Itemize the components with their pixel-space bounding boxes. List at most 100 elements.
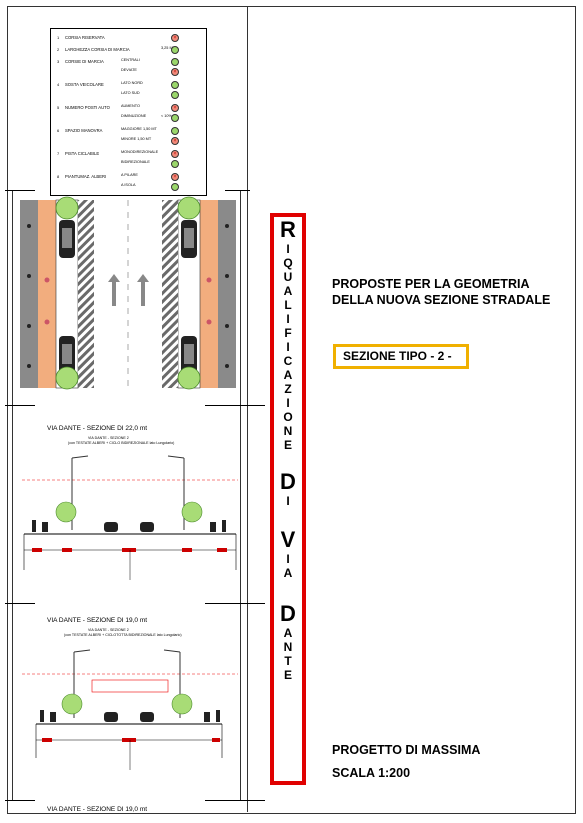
legend-option: MONODIREZIONALE <box>121 150 159 154</box>
legend-option: A ISOLA <box>121 183 136 187</box>
title-letter: Z <box>284 382 292 396</box>
drawing-border-right <box>240 190 241 800</box>
title-letter: E <box>283 668 292 682</box>
sheet-frame <box>7 6 576 814</box>
legend-option: MAGGIORE 1,50 MT <box>121 127 157 131</box>
car-right-top <box>181 220 197 258</box>
cross-section-1 <box>22 455 238 580</box>
legend-label: CORSIE DI MARCIA <box>65 59 104 64</box>
legend-option: CENTRALI <box>121 58 140 62</box>
cut-line-2r <box>205 603 265 604</box>
heading-line-1: PROPOSTE PER LA GEOMETRIA <box>332 277 530 291</box>
legend-number: 2 <box>57 47 60 52</box>
car-left-top <box>59 220 75 258</box>
title-letter: A <box>283 368 293 382</box>
title-letter: I <box>286 242 290 256</box>
title-letter: N <box>283 640 293 654</box>
cut-line-3r <box>205 800 265 801</box>
legend-label: PIANTUMAZ. ALBERI <box>65 174 107 179</box>
legend-row: 4 SOSTA VEICOLARE LATO NORD LATO SUD <box>53 80 203 102</box>
check-mark-icon <box>171 81 179 89</box>
legend-label: NUMERO POSTI AUTO <box>65 105 110 110</box>
legend-value: < 10% <box>161 114 172 118</box>
legend-label: SOSTA VEICOLARE <box>65 82 104 87</box>
cut-line-1r <box>205 405 265 406</box>
right-outer-strip <box>218 200 236 388</box>
car-left-bottom <box>59 336 75 374</box>
legend-option: LATO NORD <box>121 81 143 85</box>
scale-label: SCALA 1:200 <box>332 766 411 780</box>
title-letter: E <box>283 438 292 452</box>
check-mark-icon <box>171 160 179 168</box>
legend-label: LARGHEZZA CORSIA DI MARCIA <box>65 47 130 52</box>
title-letter: I <box>286 312 290 326</box>
tree-right-top <box>177 196 201 220</box>
legend-number: 4 <box>57 82 60 87</box>
tree-right-bottom <box>177 366 201 390</box>
legend-row: 6 SPAZIO MANOVRA MAGGIORE 1,50 MT MINORE 1,… <box>53 126 203 148</box>
cut-line-top-r <box>225 190 250 191</box>
tree-left-bottom <box>55 366 79 390</box>
title-letter: C <box>283 354 293 368</box>
section-type-box: SEZIONE TIPO - 2 - <box>333 344 469 369</box>
legend-option: AUMENTO <box>121 104 140 108</box>
legend-number: 3 <box>57 59 60 64</box>
check-mark-icon <box>171 114 179 122</box>
legend-number: 6 <box>57 128 60 133</box>
lane-arrow-left <box>108 274 120 306</box>
section-1-caption: VIA DANTE - SEZIONE DI 22,0 mt <box>47 425 148 432</box>
cut-line-2 <box>5 603 35 604</box>
cross-mark-icon: × <box>171 173 179 181</box>
legend-option: MINORE 1,50 MT <box>121 137 152 141</box>
cut-line-1 <box>5 405 35 406</box>
legend-label: SPAZIO MANOVRA <box>65 128 103 133</box>
sheet-divider <box>247 6 248 812</box>
legend-option: BIDIREZIONALE <box>121 160 150 164</box>
project-label: PROGETTO DI MASSIMA <box>332 743 481 757</box>
right-hatch <box>162 200 178 388</box>
legend-row: 2 LARGHEZZA CORSIA DI MARCIA 3,25 MT <box>53 45 203 56</box>
section-2-subtitle-2: (con TESTATE ALBERI + CICLOTOTTA BIDIREZ… <box>64 633 182 637</box>
title-letter: I <box>286 552 290 566</box>
check-mark-icon <box>171 58 179 66</box>
cross-mark-icon: × <box>171 104 179 112</box>
cross-mark-icon: × <box>171 34 179 42</box>
title-letter: I <box>286 494 290 508</box>
left-outer-strip <box>20 200 38 388</box>
title-letter: L <box>284 298 292 312</box>
title-letter: D <box>280 469 296 494</box>
check-mark-icon <box>171 127 179 135</box>
legend-option: LATO SUD <box>121 91 140 95</box>
legend-option: DEVIATE <box>121 68 137 72</box>
left-sidewalk <box>38 200 56 388</box>
car-right-bottom <box>181 336 197 374</box>
title-letter: V <box>280 527 296 552</box>
road-plan-view <box>20 196 236 392</box>
title-letter: A <box>283 284 293 298</box>
section-2-caption: VIA DANTE - SEZIONE DI 19,0 mt <box>47 617 148 624</box>
legend-number: 1 <box>57 35 60 40</box>
legend-option: A PILARE <box>121 173 138 177</box>
check-mark-icon <box>171 183 179 191</box>
drawing-border-left <box>12 190 13 800</box>
title-letter: A <box>283 566 293 580</box>
section-1-subtitle-2: (con TESTATE ALBERI + CICLO BIDIREZIONAL… <box>68 441 175 445</box>
title-letter: I <box>286 340 290 354</box>
title-letter: N <box>283 424 293 438</box>
title-letter: T <box>284 654 292 668</box>
check-mark-icon <box>171 46 179 54</box>
heading-line-2: DELLA NUOVA SEZIONE STRADALE <box>332 293 551 307</box>
legend-value: 3,25 MT <box>161 46 175 50</box>
check-mark-icon <box>171 91 179 99</box>
legend-option: DIMINUZIONE <box>121 114 147 118</box>
lane-arrow-right <box>137 274 149 306</box>
cut-line-top <box>5 190 35 191</box>
tree-left-top <box>55 196 79 220</box>
title-letter: F <box>284 326 292 340</box>
